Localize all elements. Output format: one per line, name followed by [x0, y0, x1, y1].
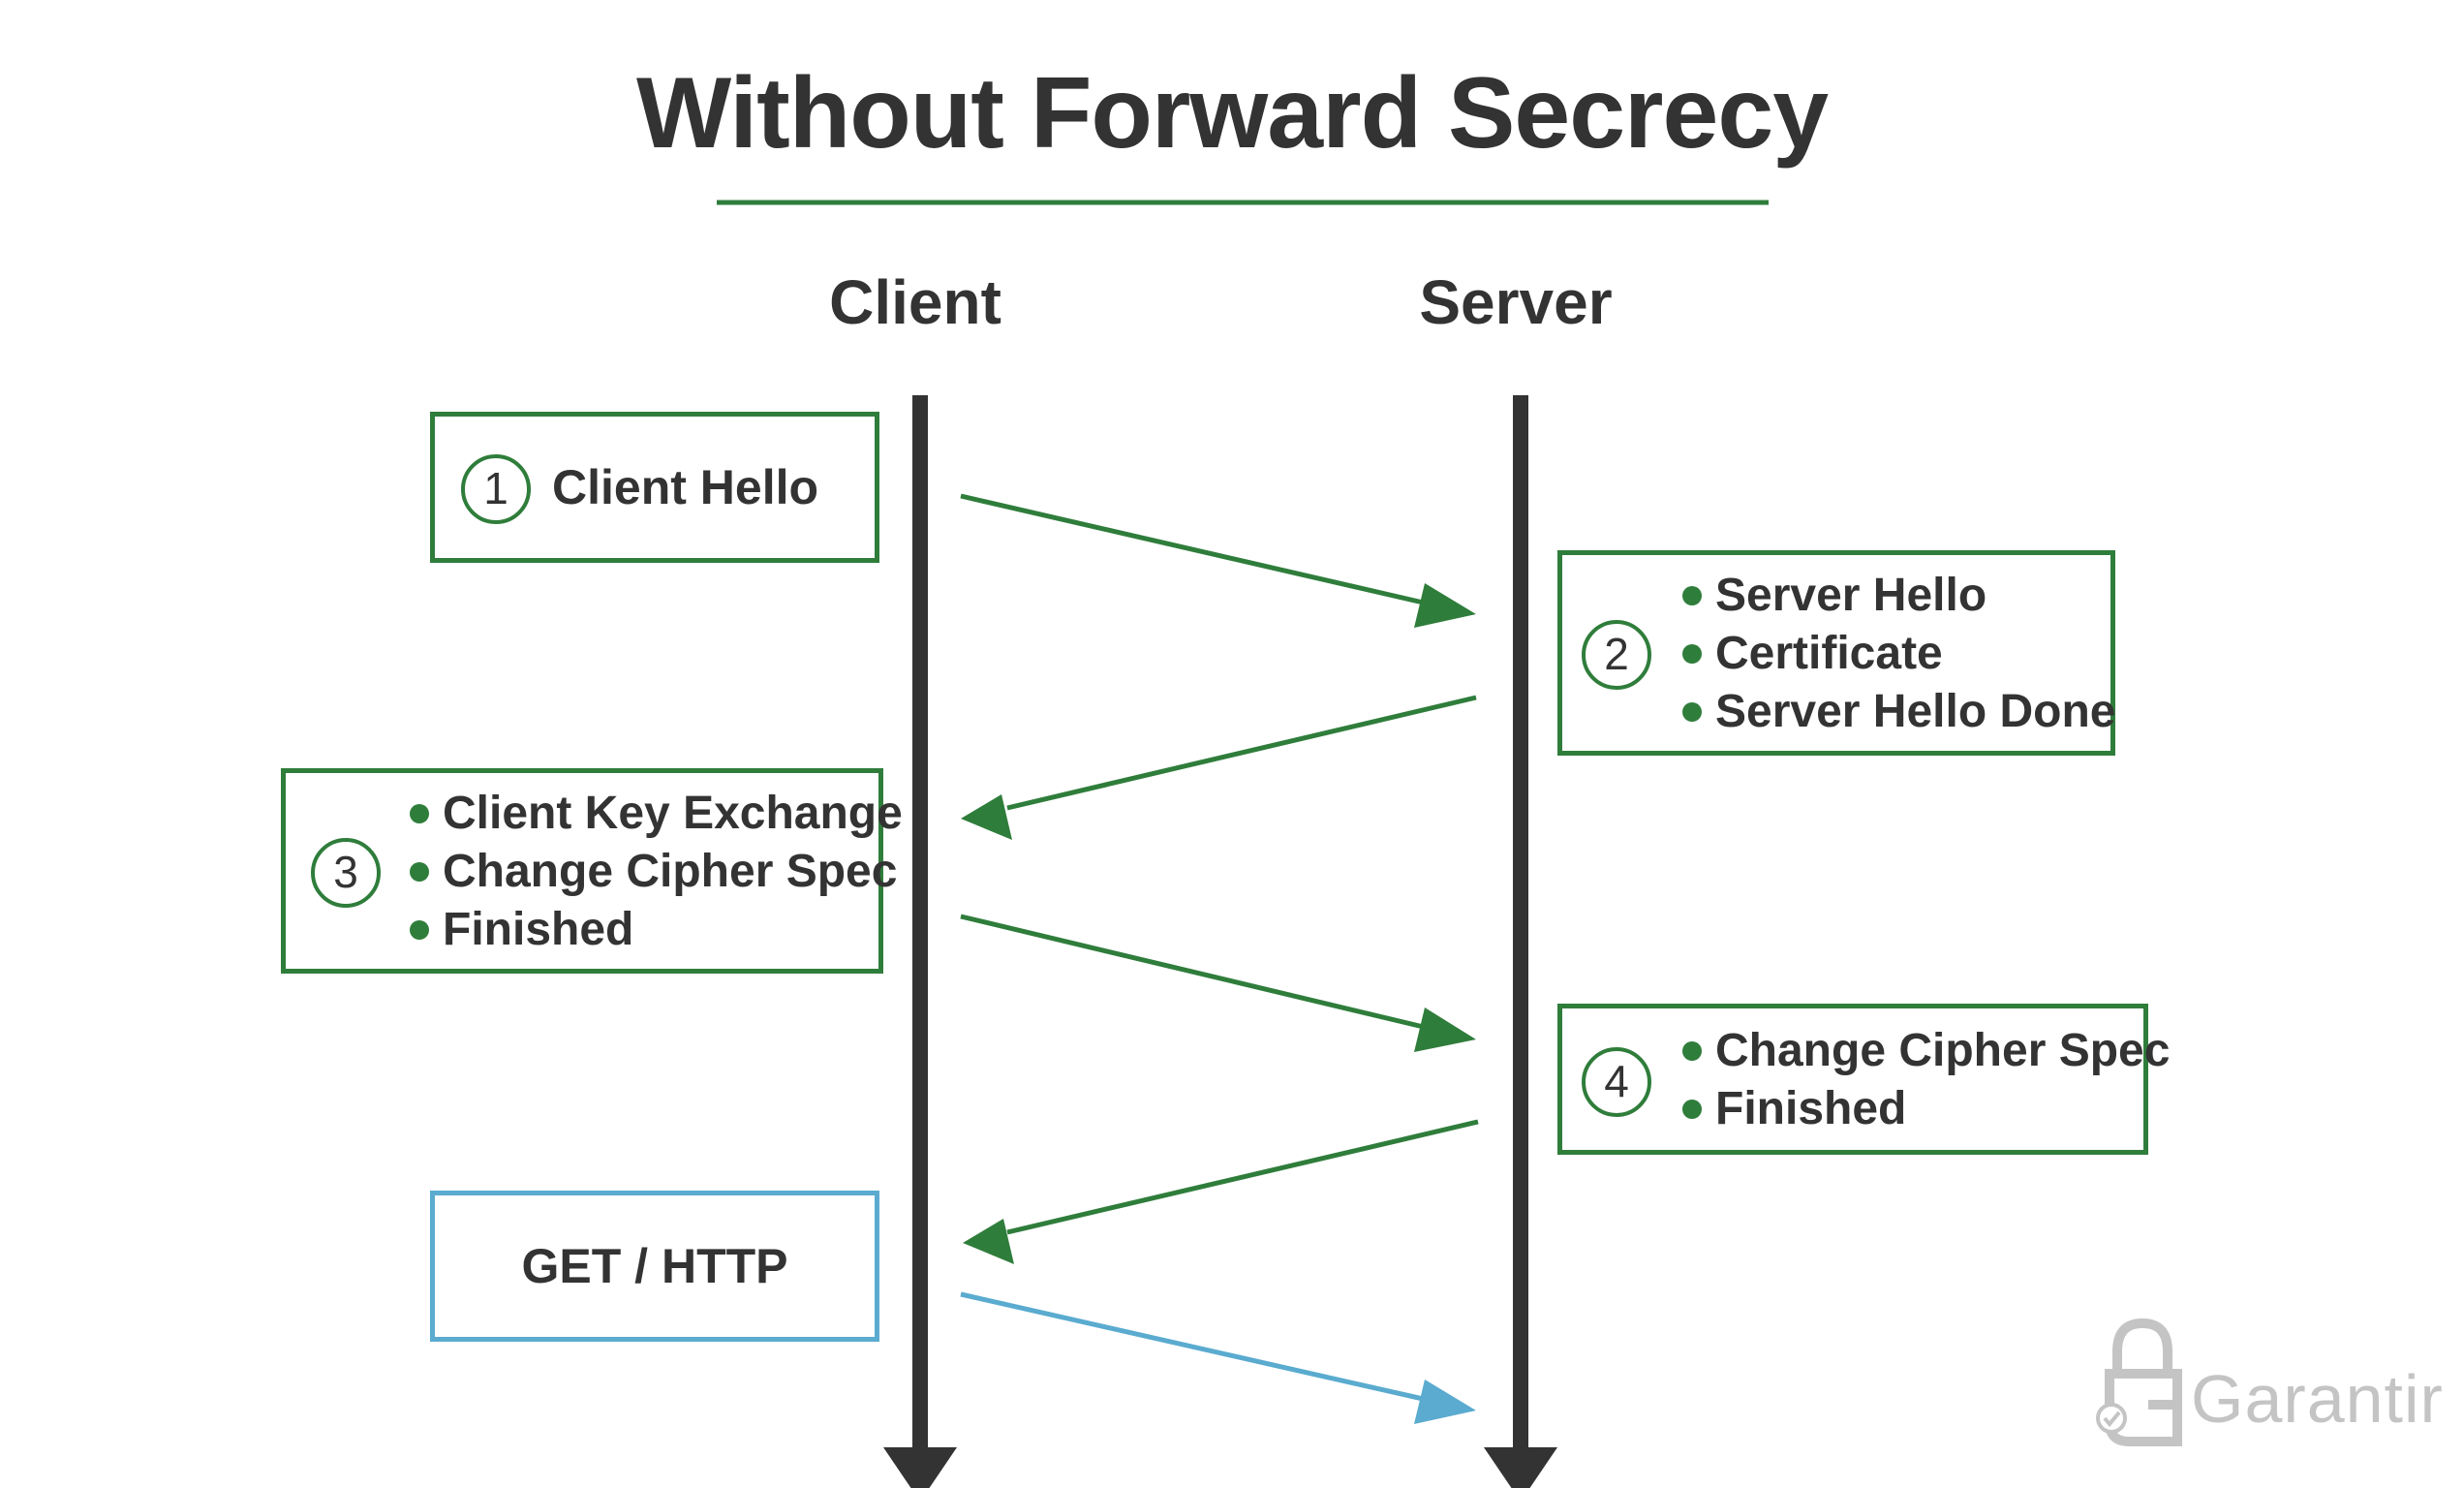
- message-arrow-1: [960, 493, 1476, 628]
- garantir-logo-text: Garantir: [2191, 1361, 2444, 1437]
- diagram-title: Without Forward Secrecy: [635, 57, 1829, 170]
- bullet-icon: [1682, 702, 1702, 722]
- step-1-number-badge: 1: [461, 454, 531, 524]
- step-2-number-badge: 2: [1582, 620, 1651, 690]
- bullet-icon: [410, 804, 429, 823]
- request-box: GET / HTTP: [430, 1191, 879, 1342]
- step-3-item: Change Cipher Spec: [410, 843, 903, 901]
- step-1-box: 1 Client Hello: [430, 412, 879, 563]
- message-arrow-2: [961, 695, 1477, 840]
- step-3-item-list: Client Key Exchange Change Cipher Spec F…: [410, 785, 903, 959]
- server-lifeline-arrowhead: [1484, 1447, 1557, 1488]
- bullet-icon: [1682, 586, 1702, 605]
- step-3-box: 3 Client Key Exchange Change Cipher Spec…: [281, 768, 903, 974]
- bullet-icon: [1682, 644, 1702, 664]
- step-4-item: Finished: [1682, 1080, 2170, 1138]
- step-3-number-badge: 3: [311, 838, 381, 908]
- server-column-label: Server: [1419, 267, 1613, 337]
- step-3-item: Client Key Exchange: [410, 785, 903, 843]
- step-4-box: 4 Change Cipher Spec Finished: [1557, 1004, 2170, 1155]
- request-arrow: [960, 1291, 1476, 1424]
- step-2-item: Server Hello Done: [1682, 683, 2115, 741]
- step-3-item: Finished: [410, 901, 903, 959]
- step-2-item: Certificate: [1682, 625, 2115, 683]
- step-2-item: Server Hello: [1682, 567, 2115, 625]
- client-lifeline-arrowhead: [883, 1447, 957, 1488]
- step-1-label: Client Hello: [552, 460, 819, 514]
- step-4-number-badge: 4: [1582, 1047, 1651, 1117]
- bullet-icon: [1682, 1041, 1702, 1061]
- bullet-icon: [410, 920, 429, 940]
- message-arrow-4: [963, 1119, 1479, 1264]
- client-column-label: Client: [829, 267, 1001, 337]
- bullet-icon: [1682, 1100, 1702, 1119]
- request-label: GET / HTTP: [521, 1239, 788, 1293]
- message-arrow-3: [960, 914, 1476, 1052]
- step-4-item-list: Change Cipher Spec Finished: [1682, 1022, 2170, 1138]
- bullet-icon: [410, 862, 429, 882]
- step-2-item-list: Server Hello Certificate Server Hello Do…: [1682, 567, 2115, 741]
- step-2-box: 2 Server Hello Certificate Server Hello …: [1557, 550, 2115, 756]
- step-4-item: Change Cipher Spec: [1682, 1022, 2170, 1080]
- garantir-logo-mark: [2096, 1318, 2182, 1446]
